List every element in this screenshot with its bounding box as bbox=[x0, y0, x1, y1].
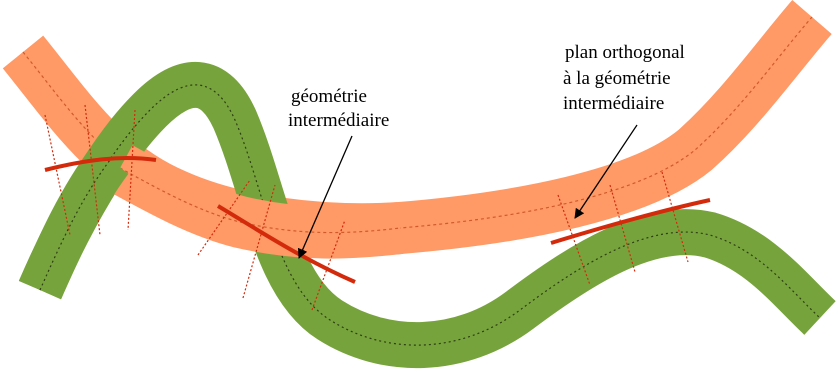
section-left-1 bbox=[44, 114, 71, 236]
section-mid-2 bbox=[242, 184, 276, 299]
intermediate-geometry-curves bbox=[44, 156, 711, 284]
red-curve-middle bbox=[216, 204, 356, 284]
arrow-orthogonal-plane bbox=[574, 124, 638, 219]
green-tube-front-centerline bbox=[39, 159, 111, 291]
section-left-2 bbox=[84, 104, 101, 236]
red-curve-right bbox=[550, 198, 711, 245]
orange-tube-front bbox=[107, 145, 404, 259]
orange-tube-front-centerline bbox=[119, 167, 401, 234]
label-intermediate-geometry-line-1: géométrie bbox=[291, 86, 367, 107]
green-tube-centerline bbox=[39, 84, 821, 346]
label-orthogonal-plane-line-1: plan orthogonal bbox=[565, 42, 685, 63]
label-intermediate-geometry: géométrie intermédiaire bbox=[288, 86, 389, 131]
section-left-3 bbox=[127, 109, 136, 231]
label-orthogonal-plane-line-3: intermédiaire bbox=[563, 93, 664, 114]
red-curve-left bbox=[44, 156, 157, 172]
label-orthogonal-plane: plan orthogonal à la géométrie intermédi… bbox=[563, 42, 685, 114]
label-orthogonal-plane-line-2: à la géométrie bbox=[563, 68, 671, 89]
label-intermediate-geometry-line-2: intermédiaire bbox=[288, 110, 389, 131]
annotation-arrows bbox=[298, 124, 638, 259]
arrow-intermediate-geometry bbox=[298, 135, 353, 259]
orthogonal-sections bbox=[44, 104, 689, 311]
section-mid-1 bbox=[197, 179, 251, 256]
green-tube bbox=[18, 62, 836, 369]
green-tube-front bbox=[18, 146, 129, 300]
green-tube-front-body bbox=[18, 146, 129, 300]
section-right-2 bbox=[609, 184, 636, 273]
